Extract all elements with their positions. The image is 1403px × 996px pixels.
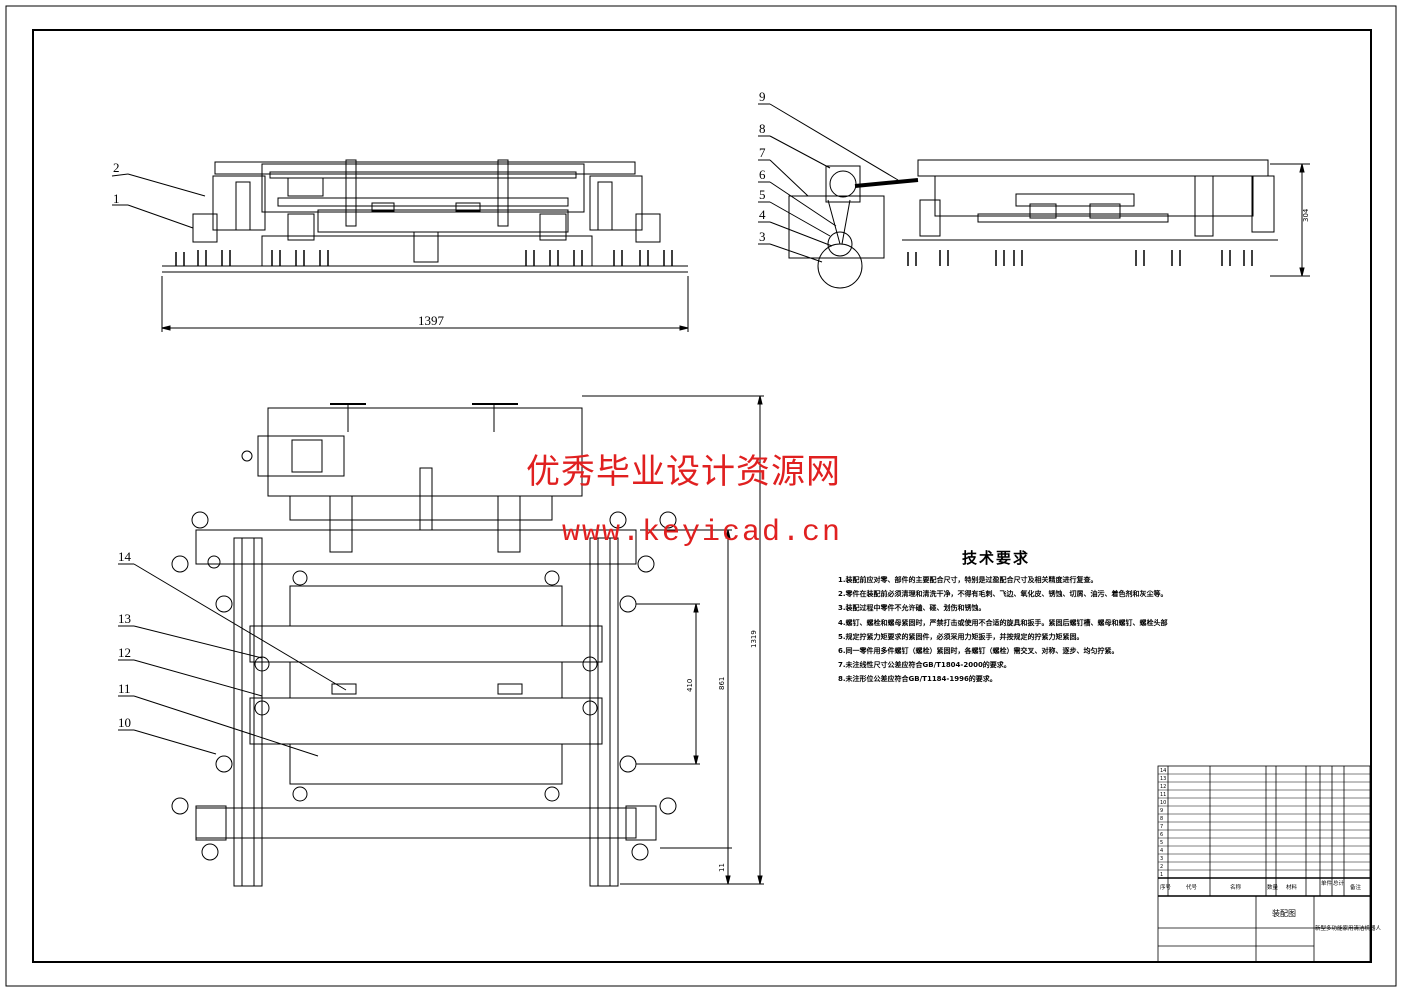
inner-border bbox=[32, 29, 1372, 963]
parts-row-index: 9 bbox=[1160, 808, 1163, 814]
drawing-title: 装配图 bbox=[1272, 908, 1296, 918]
callout-10: 10 bbox=[118, 715, 131, 730]
watermark-cn: 优秀毕业设计资源网 bbox=[526, 452, 841, 492]
callout-6: 6 bbox=[759, 167, 766, 182]
tech-item: 7.未注线性尺寸公差应符合GB/T1804-2000的要求。 bbox=[838, 661, 1011, 670]
parts-row-index: 1 bbox=[1160, 872, 1163, 878]
callout-8: 8 bbox=[759, 121, 766, 136]
parts-row-index: 10 bbox=[1160, 800, 1166, 806]
tech-item: 5.规定拧紧力矩要求的紧固件，必须采用力矩扳手，并按规定的拧紧力矩紧固。 bbox=[838, 632, 1084, 641]
dim-861: 861 bbox=[718, 677, 726, 690]
callout-1: 1 bbox=[113, 191, 120, 206]
parts-header: 序号 代号 名称 数量 材料 单件 总计 备注 bbox=[1160, 879, 1362, 891]
callout-7: 7 bbox=[759, 145, 766, 160]
callout-14: 14 bbox=[118, 549, 132, 564]
callout-11: 11 bbox=[118, 681, 131, 696]
parts-row-index: 11 bbox=[1160, 792, 1166, 798]
dim-410: 410 bbox=[686, 679, 694, 692]
header-remark: 备注 bbox=[1350, 883, 1362, 891]
callout-2: 2 bbox=[113, 160, 120, 175]
header-unit: 单件 bbox=[1321, 879, 1333, 887]
outer-border bbox=[5, 5, 1397, 987]
parts-list: 14 13 12 11 10 9 8 7 6 5 4 3 2 1 bbox=[1158, 768, 1370, 878]
callout-5: 5 bbox=[759, 187, 766, 202]
header-name: 名称 bbox=[1230, 883, 1242, 891]
callout-9: 9 bbox=[759, 89, 766, 104]
tech-requirements-list: 1.装配前应对零、部件的主要配合尺寸，特别是过盈配合尺寸及相关精度进行复查。 2… bbox=[838, 573, 1168, 687]
dim-height-304: 304 bbox=[1302, 208, 1310, 222]
tech-item: 2.零件在装配前必须清理和清洗干净，不得有毛刺、飞边、氧化皮、锈蚀、切屑、油污、… bbox=[838, 590, 1168, 599]
callout-12: 12 bbox=[118, 645, 131, 660]
parts-row-index: 4 bbox=[1160, 848, 1163, 854]
title-block bbox=[1157, 765, 1371, 963]
parts-row-index: 12 bbox=[1160, 784, 1166, 790]
dim-1319: 1319 bbox=[750, 630, 758, 648]
tech-item: 6.同一零件用多件螺钉（螺栓）紧固时，各螺钉（螺栓）需交叉、对称、逐步、均匀拧紧… bbox=[838, 647, 1119, 656]
parts-row-index: 13 bbox=[1160, 776, 1166, 782]
tech-item: 8.未注形位公差应符合GB/T1184-1996的要求。 bbox=[838, 675, 997, 684]
front-view bbox=[111, 159, 689, 332]
header-index: 序号 bbox=[1160, 883, 1172, 891]
parts-row-index: 2 bbox=[1160, 864, 1163, 870]
parts-row-index: 6 bbox=[1160, 832, 1163, 838]
header-total: 总计 bbox=[1333, 879, 1345, 887]
product-name: 新型多功能家用清洁机器人 bbox=[1315, 924, 1382, 932]
tech-item: 4.螺钉、螺栓和螺母紧固时，严禁打击或使用不合适的旋具和扳手。紧固后螺钉槽、螺母… bbox=[838, 618, 1168, 627]
callout-13: 13 bbox=[118, 611, 131, 626]
tech-item: 3.装配过程中零件不允许磕、碰、划伤和锈蚀。 bbox=[838, 604, 986, 613]
dim-11: 11 bbox=[718, 863, 726, 872]
tech-item: 1.装配前应对零、部件的主要配合尺寸，特别是过盈配合尺寸及相关精度进行复查。 bbox=[838, 576, 1098, 584]
header-material: 材料 bbox=[1286, 883, 1298, 891]
tech-requirements-title: 技术要求 bbox=[962, 549, 1031, 567]
side-view bbox=[758, 103, 1310, 289]
parts-row-index: 14 bbox=[1160, 768, 1166, 774]
callout-4: 4 bbox=[759, 207, 766, 222]
header-code: 代号 bbox=[1186, 883, 1198, 891]
top-view bbox=[118, 395, 764, 887]
dim-width-1397: 1397 bbox=[418, 313, 445, 328]
parts-row-index: 3 bbox=[1160, 856, 1163, 862]
watermark-url: www.keyicad.cn bbox=[562, 516, 843, 550]
header-qty: 数量 bbox=[1267, 883, 1279, 891]
parts-row-index: 5 bbox=[1160, 840, 1163, 846]
callout-3: 3 bbox=[759, 229, 766, 244]
parts-row-index: 8 bbox=[1160, 816, 1163, 822]
parts-row-index: 7 bbox=[1160, 824, 1163, 830]
